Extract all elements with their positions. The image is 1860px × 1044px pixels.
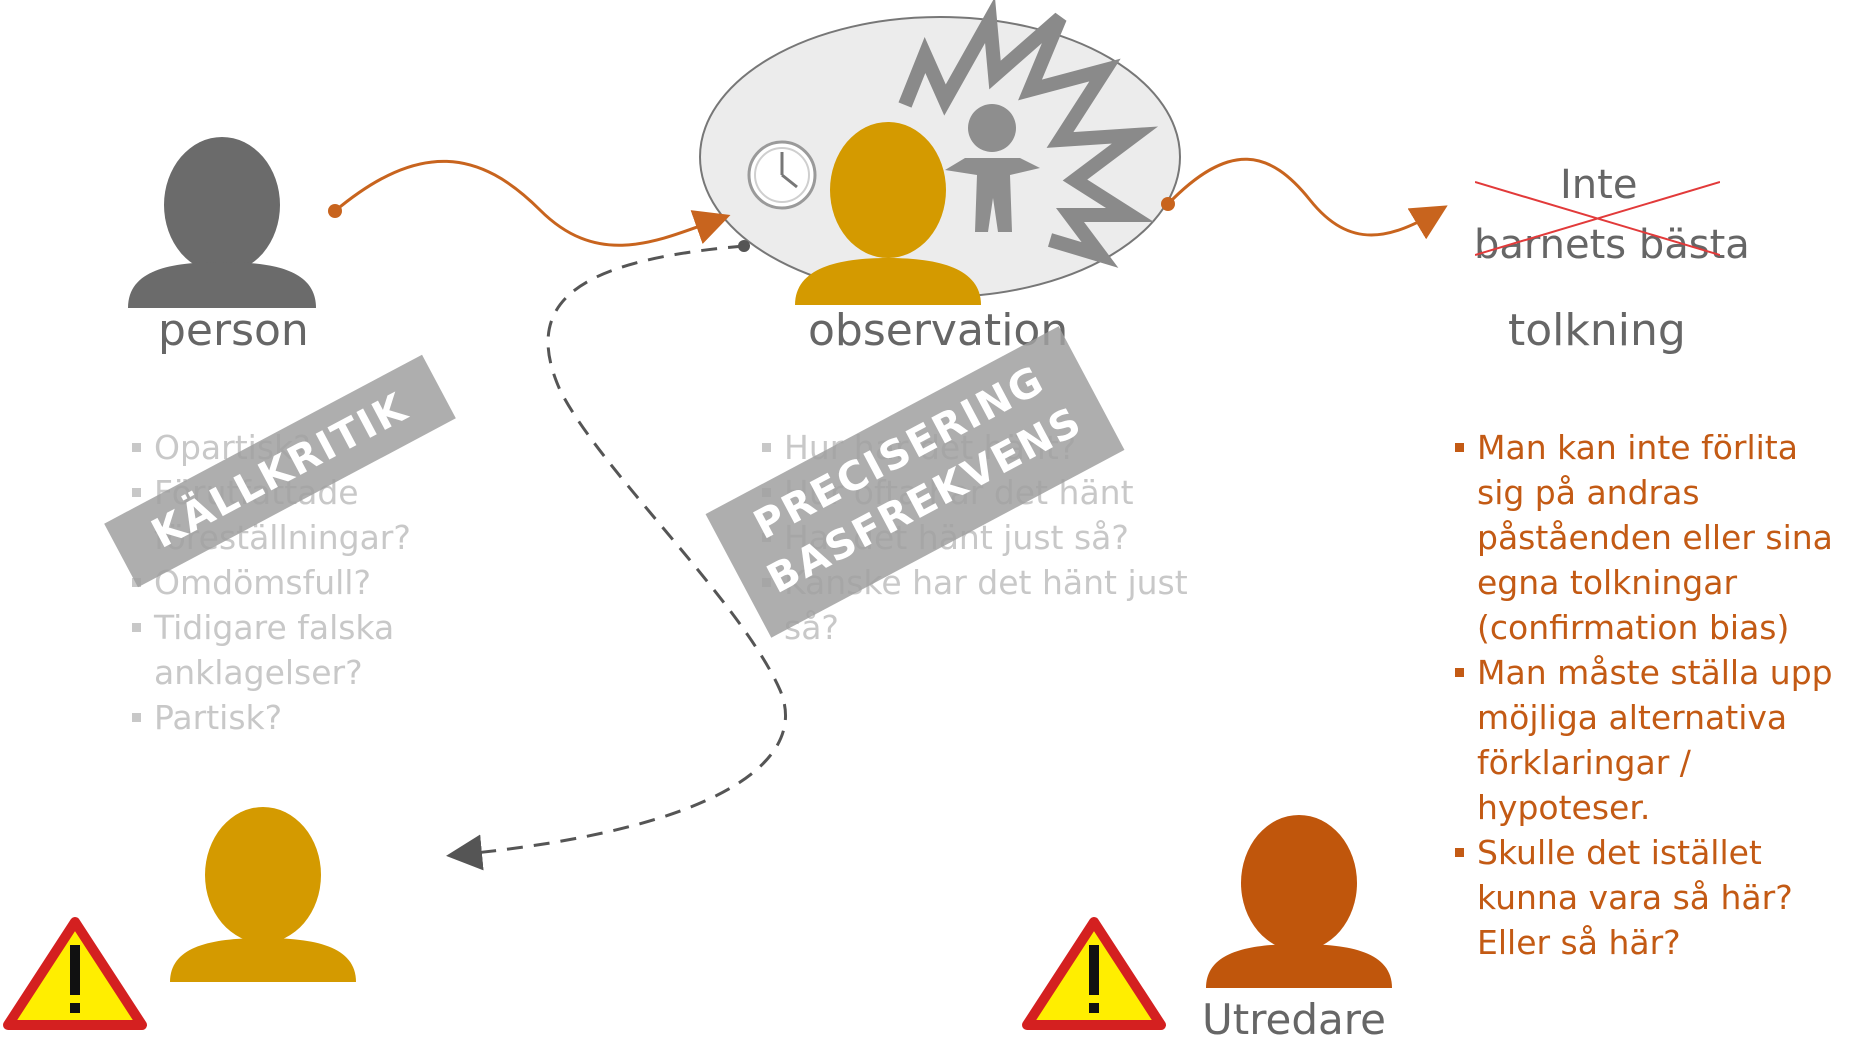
list-item: Skulle det istället kunna vara så här? E…: [1455, 830, 1850, 965]
list-item: Man måste ställa upp möjliga alternativa…: [1455, 650, 1850, 830]
clock-icon: [749, 142, 815, 208]
utredare-label: Utredare: [1202, 995, 1386, 1044]
reporter-person-icon: [170, 807, 356, 982]
tolkning-label: tolkning: [1508, 305, 1686, 356]
list-item: Omdömsfull?: [132, 560, 552, 605]
person-label: person: [158, 305, 309, 356]
cross-out-mark: [1475, 170, 1720, 265]
person-icon: [128, 137, 316, 308]
utredare-person-icon: [1206, 815, 1392, 988]
warning-icon: [1027, 922, 1161, 1025]
right-insight-list: Man kan inte förlita sig på andras påstå…: [1455, 425, 1850, 965]
list-item: Tidigare falska anklagelser?: [132, 605, 552, 695]
arrow-person-to-observation: [328, 161, 722, 245]
list-item: Man kan inte förlita sig på andras påstå…: [1455, 425, 1850, 650]
arrow-observation-to-tolkning: [1161, 159, 1440, 235]
list-item: Partisk?: [132, 695, 552, 740]
warning-icon: [8, 922, 142, 1025]
